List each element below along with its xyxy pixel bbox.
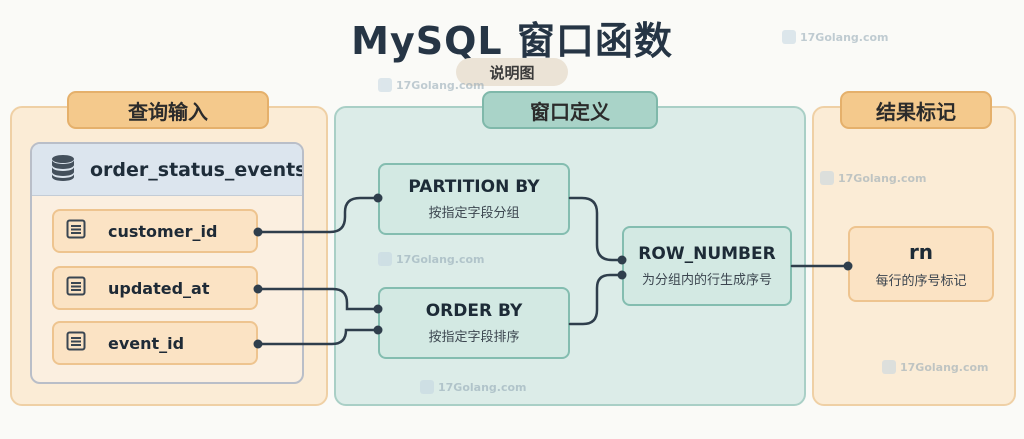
- connector-customer-id-partition: [256, 196, 380, 234]
- partition-by-title: PARTITION BY: [408, 177, 540, 197]
- watermark: 17Golang.com: [782, 30, 889, 44]
- watermark-logo-icon: [378, 252, 392, 266]
- result-node: rn 每行的序号标记: [848, 226, 994, 302]
- watermark-text: 17Golang.com: [396, 252, 485, 266]
- partition-by-desc: 按指定字段分组: [428, 206, 520, 221]
- field-label: customer_id: [108, 221, 218, 241]
- watermark-text: 17Golang.com: [438, 380, 527, 394]
- connector-dot: [373, 193, 383, 203]
- row-number-desc: 为分组内的行生成序号: [641, 273, 772, 288]
- field-customer-id: customer_id: [52, 209, 258, 253]
- watermark-text: 17Golang.com: [800, 30, 889, 44]
- row-number-node: ROW_NUMBER 为分组内的行生成序号: [622, 226, 792, 306]
- row-number-title: ROW_NUMBER: [638, 244, 776, 264]
- result-panel-label: 结果标记: [840, 91, 992, 129]
- result-title: rn: [908, 239, 934, 264]
- field-event-id: event_id: [52, 321, 258, 365]
- connector-dot: [373, 304, 383, 314]
- connector-partition-rownumber: [568, 196, 624, 262]
- connector-dot: [253, 227, 263, 237]
- connector-dot: [373, 325, 383, 335]
- table-header: order_status_events: [32, 144, 302, 196]
- connector-dot: [617, 270, 627, 280]
- connector-dot: [617, 255, 627, 265]
- watermark: 17Golang.com: [420, 380, 527, 394]
- watermark: 17Golang.com: [378, 252, 485, 266]
- field-list-icon: [66, 219, 86, 243]
- field-label: event_id: [108, 333, 185, 353]
- watermark-logo-icon: [782, 30, 796, 44]
- order-by-desc: 按指定字段排序: [428, 330, 520, 345]
- watermark-logo-icon: [378, 78, 392, 92]
- partition-by-node: PARTITION BY 按指定字段分组: [378, 163, 570, 235]
- page-subtitle: 说明图: [456, 58, 568, 86]
- connector-order-rownumber: [568, 273, 624, 326]
- watermark-text: 17Golang.com: [900, 360, 989, 374]
- field-updated-at: updated_at: [52, 266, 258, 310]
- watermark-text: 17Golang.com: [838, 171, 927, 185]
- watermark: 17Golang.com: [882, 360, 989, 374]
- watermark-logo-icon: [882, 360, 896, 374]
- order-by-node: ORDER BY 按指定字段排序: [378, 287, 570, 359]
- watermark: 17Golang.com: [820, 171, 927, 185]
- page-title: MySQL 窗口函数: [351, 19, 673, 63]
- connector-event-id-order: [256, 328, 380, 346]
- window-panel-label: 窗口定义: [482, 91, 658, 129]
- order-by-title: ORDER BY: [425, 301, 523, 321]
- table-name: order_status_events: [90, 158, 304, 181]
- field-list-icon: [66, 276, 86, 300]
- connector-dot: [253, 284, 263, 294]
- connector-dot: [253, 339, 263, 349]
- connector-dot: [843, 261, 853, 271]
- watermark-logo-icon: [420, 380, 434, 394]
- connector-updated-at-order: [256, 287, 380, 311]
- field-label: updated_at: [108, 278, 210, 298]
- watermark-text: 17Golang.com: [396, 78, 485, 92]
- result-desc: 每行的序号标记: [875, 273, 967, 289]
- input-panel-label: 查询输入: [67, 91, 269, 129]
- database-icon: [50, 154, 76, 186]
- watermark-logo-icon: [820, 171, 834, 185]
- watermark: 17Golang.com: [378, 78, 485, 92]
- field-list-icon: [66, 331, 86, 355]
